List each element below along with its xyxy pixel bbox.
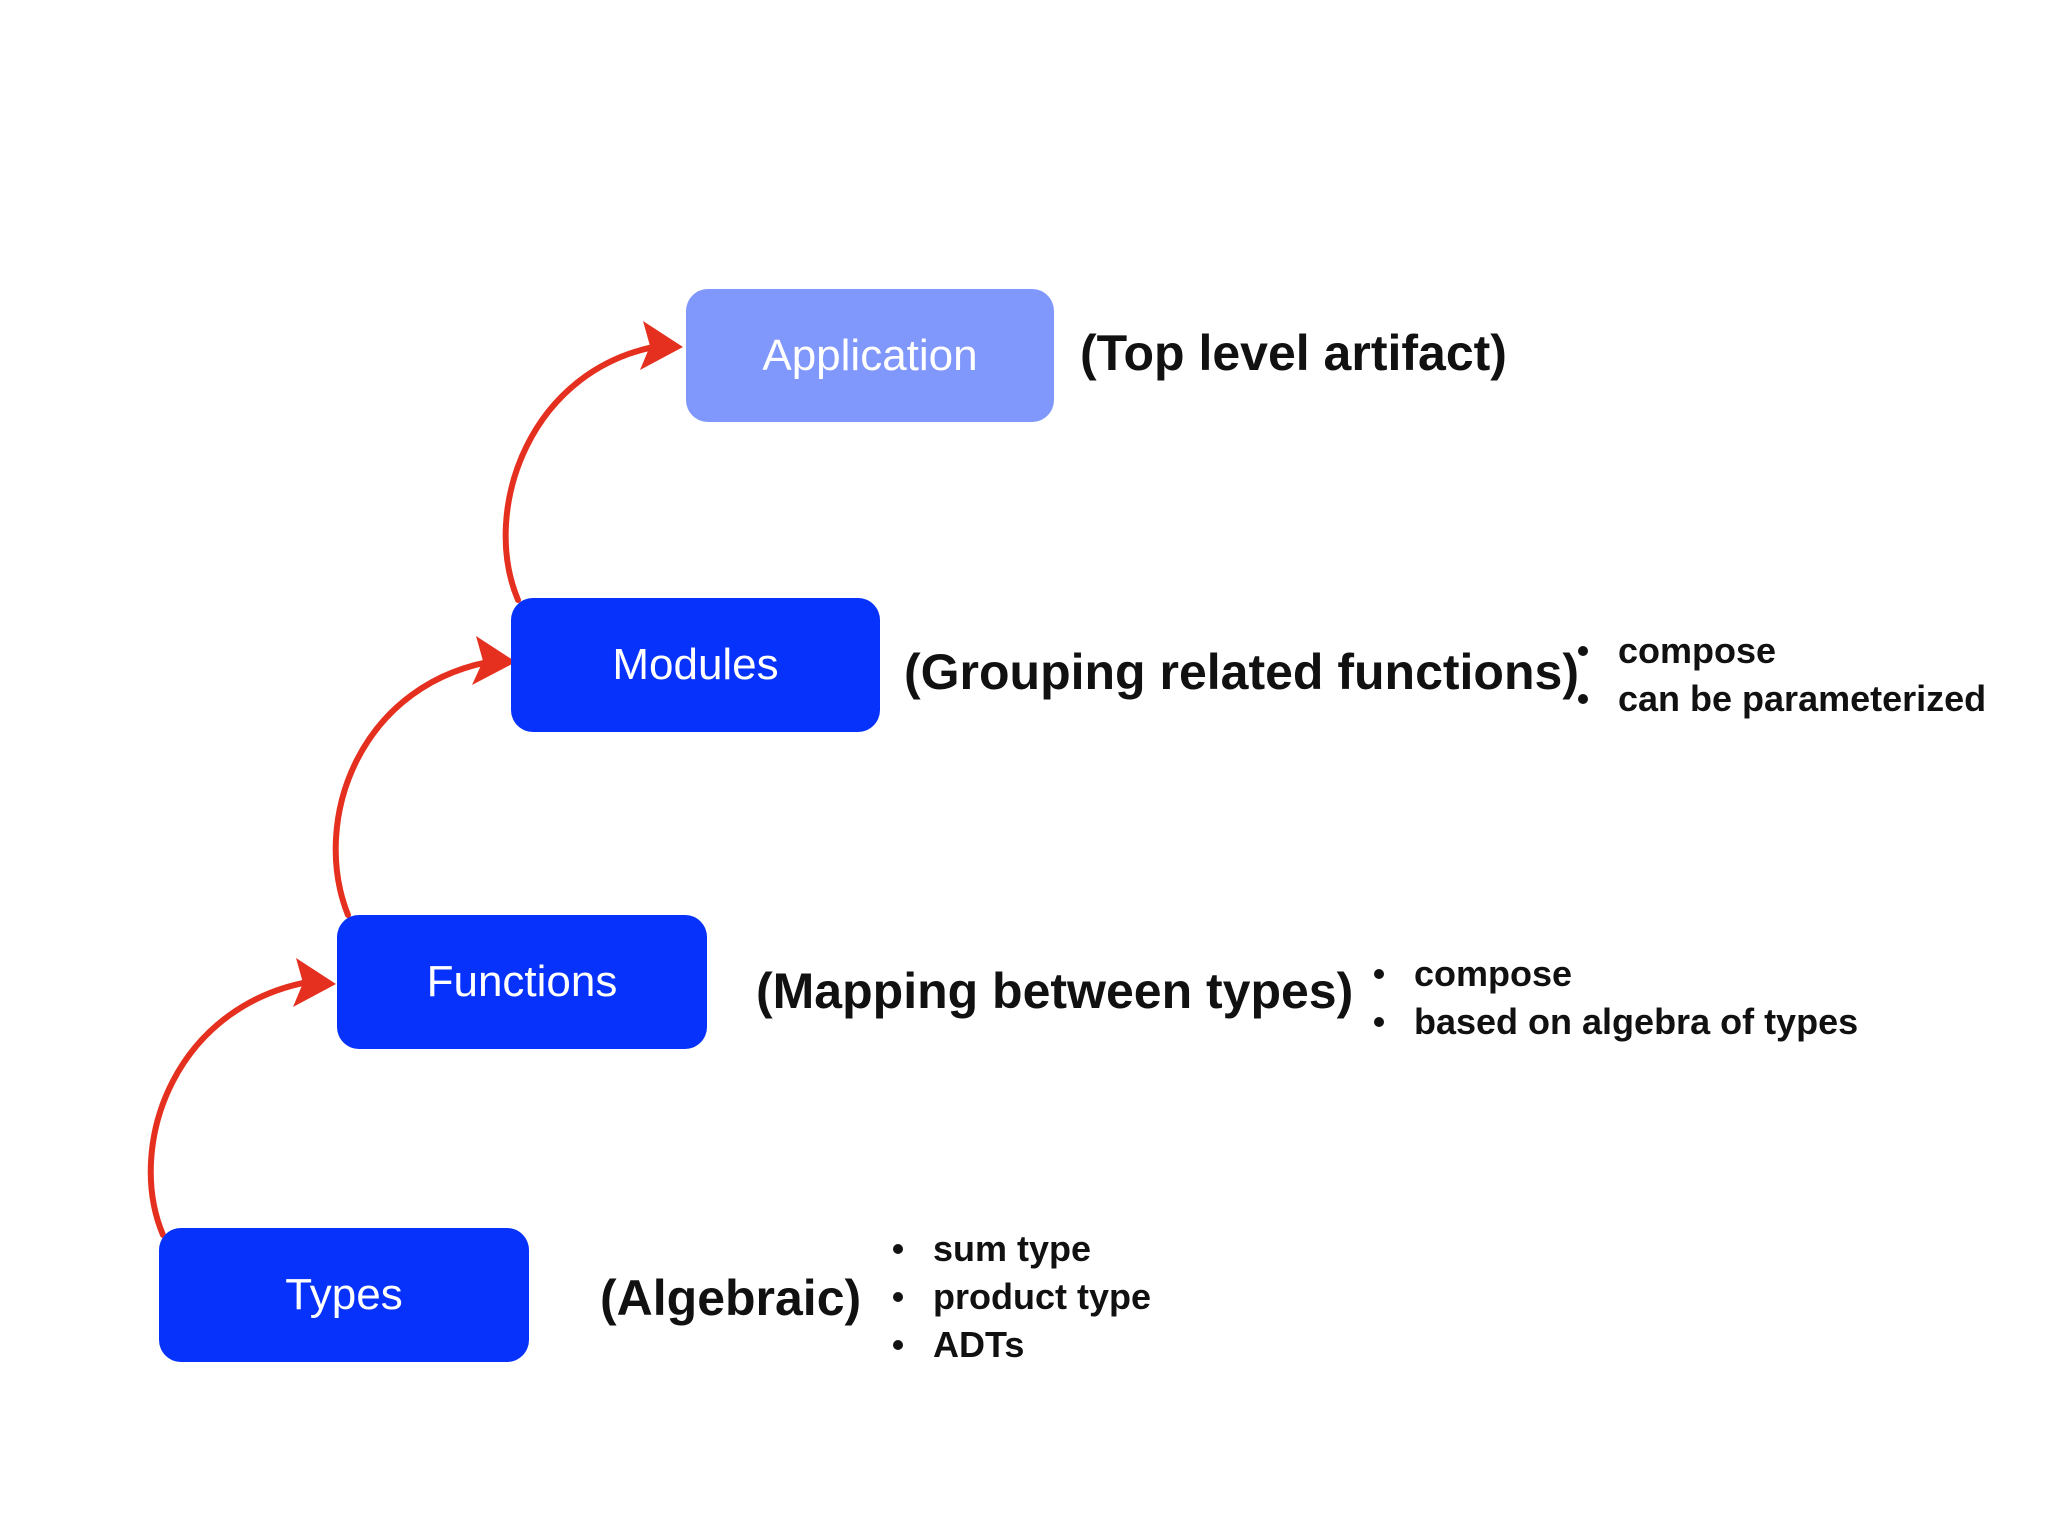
node-types-label: Types [285, 1270, 403, 1319]
bullet-item: can be parameterized [1578, 675, 1986, 723]
node-functions-label: Functions [426, 957, 618, 1006]
arrow-modules-to-application [502, 342, 668, 603]
bullet-item: compose [1578, 627, 1986, 675]
bullet-item: sum type [893, 1225, 1151, 1273]
node-functions: Functions [337, 915, 707, 1049]
node-application: Application [686, 289, 1054, 422]
desc-application: (Top level artifact) [1080, 325, 1507, 381]
bullet-item: product type [893, 1273, 1151, 1321]
node-types: Types [159, 1228, 529, 1362]
node-application-label: Application [762, 330, 978, 380]
arrow-head-modules [472, 636, 516, 685]
bullet-item: ADTs [893, 1321, 1151, 1369]
bullet-item: compose [1374, 950, 1858, 998]
bullet-item: based on algebra of types [1374, 998, 1858, 1046]
arrow-types-to-functions [147, 977, 323, 1238]
desc-types: (Algebraic) [600, 1270, 862, 1326]
bullets-modules: compose can be parameterized [1578, 627, 1986, 723]
node-modules: Modules [511, 598, 880, 732]
bullets-types: sum type product type ADTs [893, 1225, 1151, 1369]
arrow-functions-to-modules [332, 657, 503, 918]
desc-modules: (Grouping related functions) [904, 644, 1579, 700]
desc-functions: (Mapping between types) [756, 963, 1354, 1019]
node-modules-label: Modules [612, 640, 779, 689]
bullets-functions: compose based on algebra of types [1374, 950, 1858, 1046]
arrow-head-application [640, 321, 683, 370]
arrow-head-functions [293, 958, 336, 1007]
